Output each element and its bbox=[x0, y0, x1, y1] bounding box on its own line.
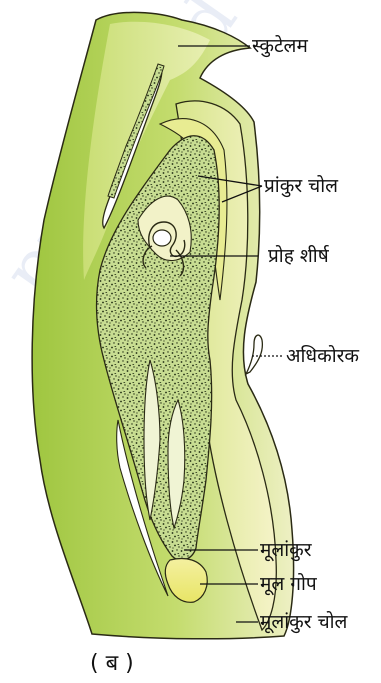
label-epiblast: अधिकोरक bbox=[286, 344, 359, 367]
epiblast-hook bbox=[246, 335, 262, 374]
label-coleorhiza: मूलांकुर चोल bbox=[260, 610, 349, 634]
label-radicle: मूलांकुर bbox=[260, 539, 313, 562]
label-shoot-apex: प्रोह शीर्ष bbox=[268, 244, 330, 267]
label-coleoptile: प्रांकुर चोल bbox=[264, 174, 339, 198]
label-root-cap: मूल गोप bbox=[260, 572, 318, 596]
figure-caption: ( ब ) bbox=[90, 651, 134, 676]
shoot-apex-dome bbox=[153, 230, 171, 246]
label-scutellum: स्कुटेलम bbox=[252, 34, 308, 58]
